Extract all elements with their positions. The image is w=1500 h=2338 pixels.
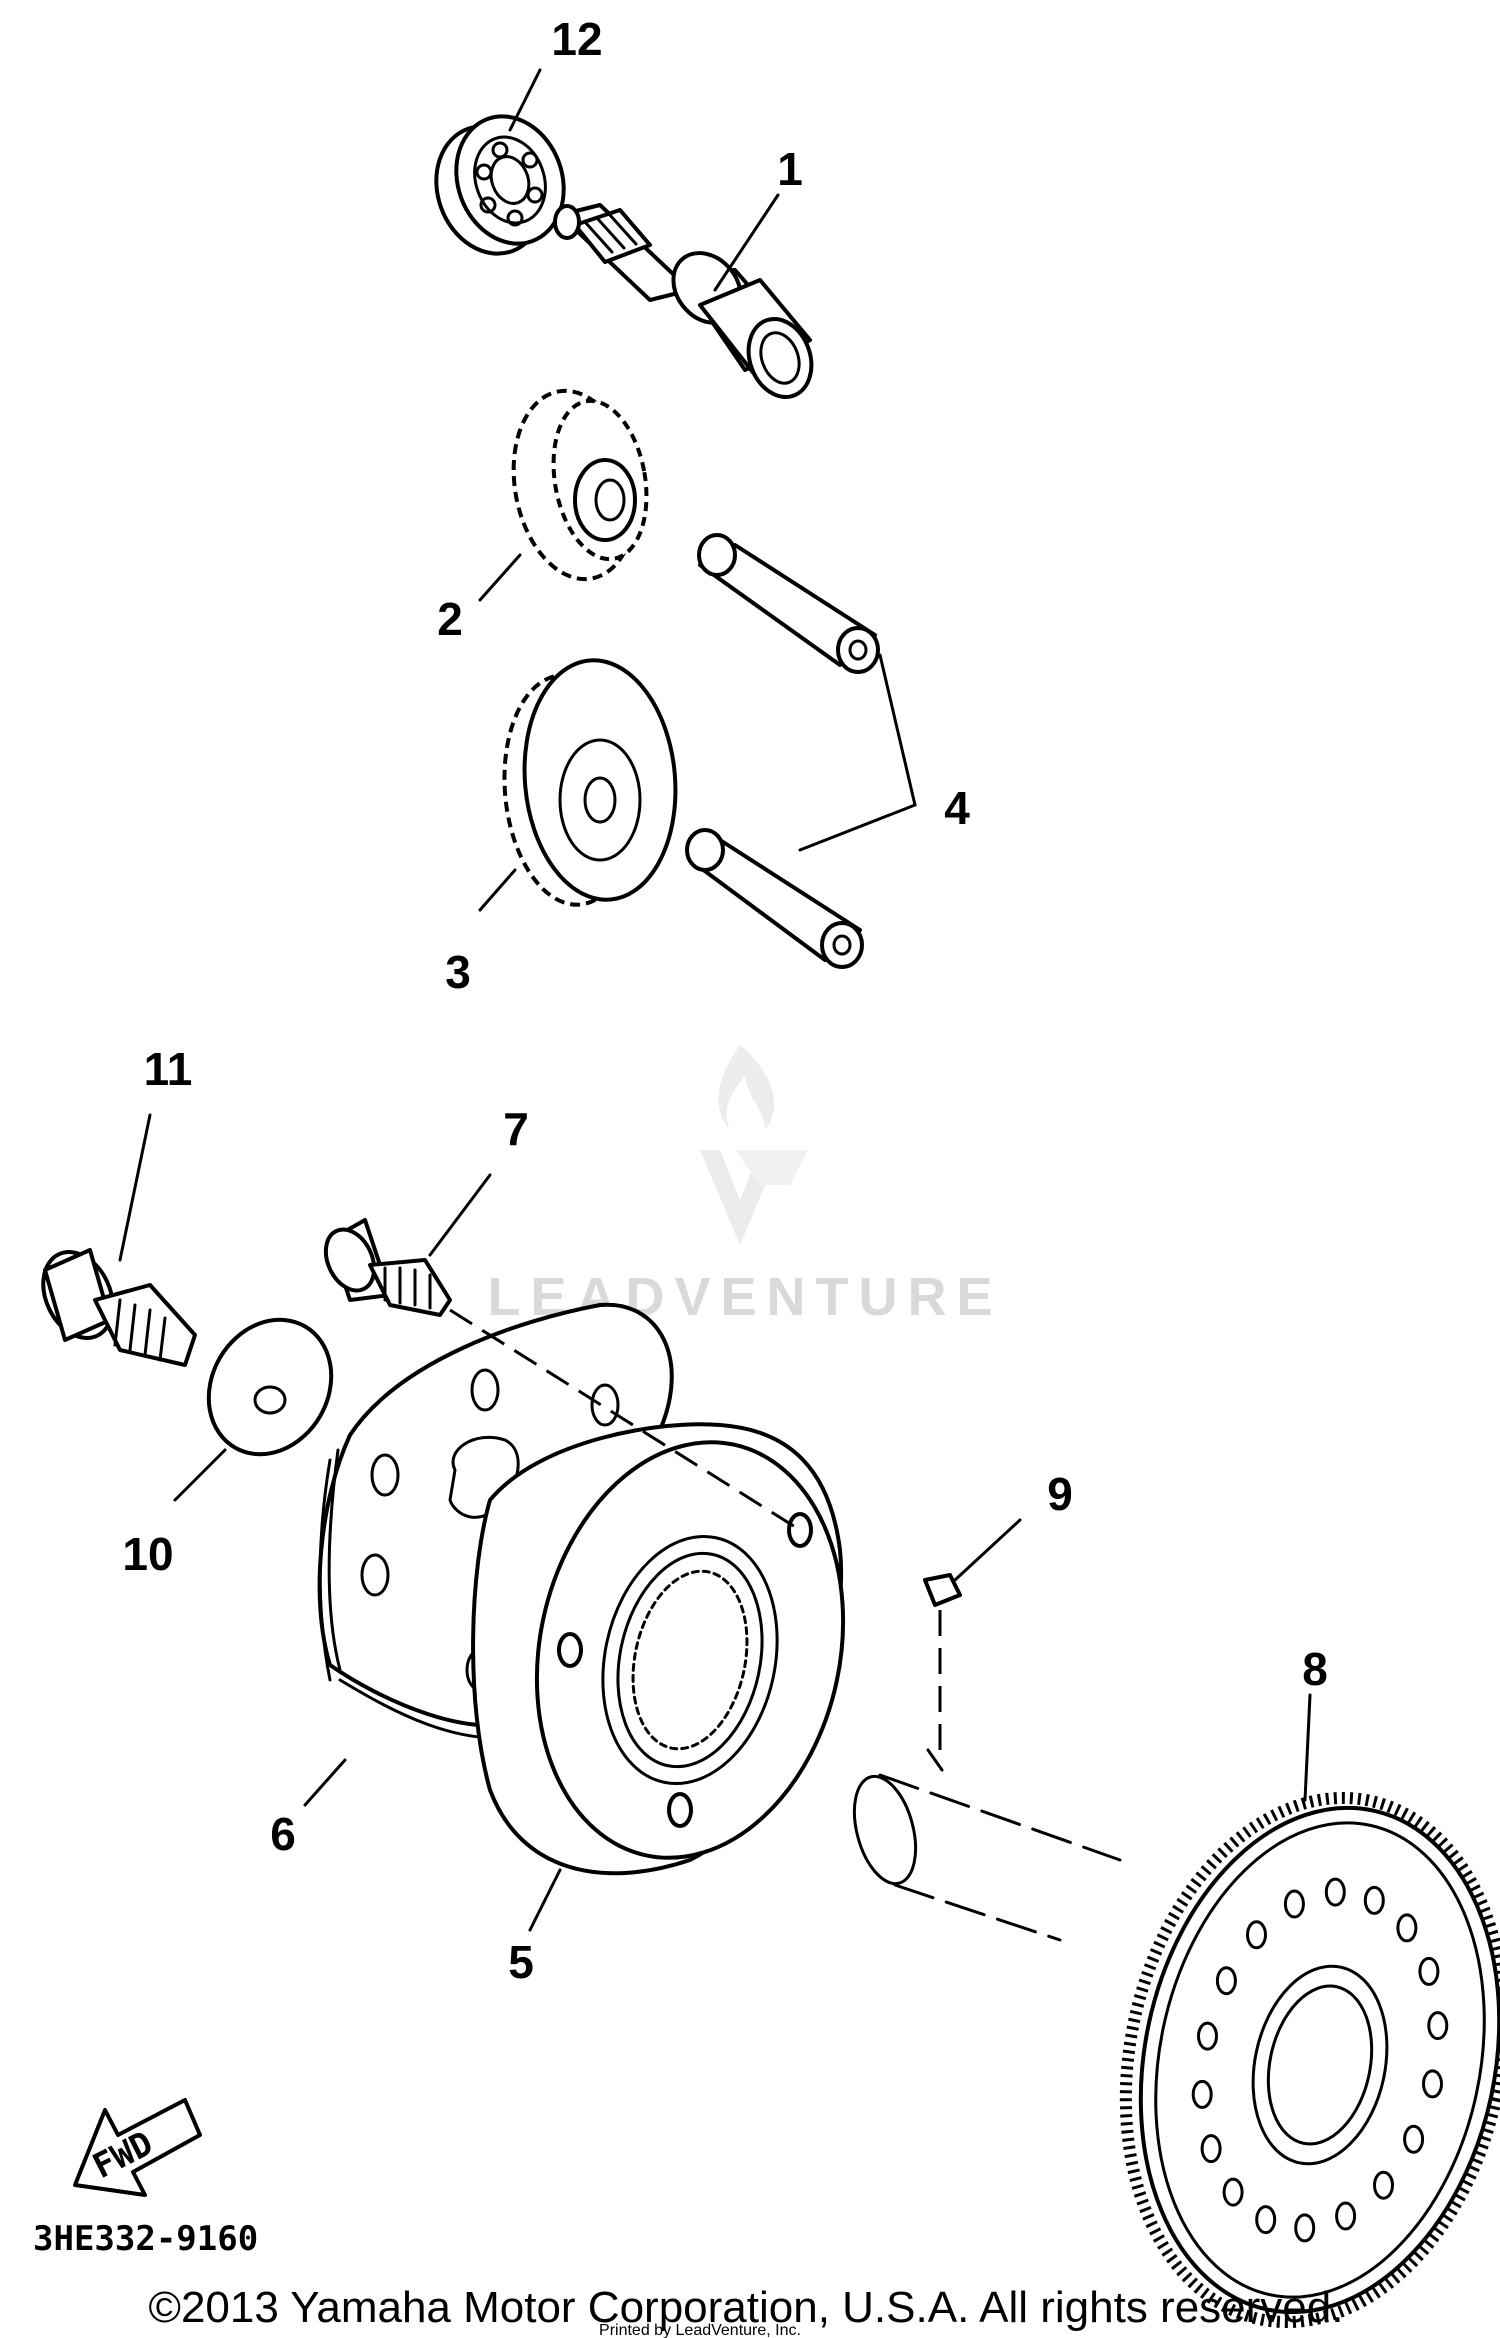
- ring-gear-hole: [1215, 1966, 1237, 1996]
- ring-gear-hole: [1255, 2205, 1277, 2235]
- ring-gear-hole: [1396, 1913, 1418, 1943]
- part-9-key: [923, 1573, 962, 1607]
- ring-gear-hole: [1373, 2170, 1394, 2200]
- part-3-gear: [502, 658, 678, 907]
- ring-gear-hole: [1246, 1920, 1267, 1950]
- callout-12: 12: [551, 13, 602, 65]
- ring-gear-hole: [1363, 1885, 1385, 1915]
- watermark-logo: [700, 1045, 808, 1245]
- part-2-gear: [511, 388, 649, 582]
- part-4-pin-upper: [697, 533, 880, 674]
- ring-gear-hole: [1418, 1956, 1440, 1986]
- part-7-bolt: [323, 1218, 452, 1317]
- ring-gear-hole: [1427, 2011, 1449, 2041]
- ring-gear-hole: [1403, 2124, 1425, 2154]
- callout-4: 4: [944, 782, 970, 834]
- callout-3: 3: [445, 946, 471, 998]
- assembly-line-bolt: [449, 1308, 801, 1532]
- crankshaft-phantom: [852, 1748, 1122, 1942]
- ring-gear-hole: [1335, 2201, 1357, 2231]
- fine-print: Printed by LeadVenture, Inc.: [599, 2322, 801, 2338]
- part-1-shaft: [553, 203, 814, 399]
- callout-2: 2: [437, 593, 463, 645]
- part-4-pin-lower: [685, 828, 864, 969]
- callout-9: 9: [1047, 1468, 1073, 1520]
- ring-gear-hole: [1200, 2134, 1222, 2164]
- fwd-arrow-icon: FWD: [73, 2098, 202, 2197]
- diagram-code: 3HE332-9160: [33, 2219, 258, 2259]
- leader-lines: [118, 68, 1312, 1932]
- ring-gear-hole: [1283, 1889, 1305, 1919]
- part-8-ring-gear: [1119, 1791, 1500, 2329]
- ring-gear-hole: [1222, 2177, 1244, 2207]
- part-11-bolt: [41, 1248, 197, 1367]
- copyright-notice: ©2013 Yamaha Motor Corporation, U.S.A. A…: [149, 2283, 1344, 2332]
- callout-6: 6: [270, 1808, 296, 1860]
- ring-gear-holes: [1191, 1877, 1449, 2243]
- ring-gear-hole: [1422, 2069, 1443, 2099]
- callout-11: 11: [144, 1043, 193, 1095]
- part-5-clutch: [471, 1422, 846, 1876]
- callout-1: 1: [777, 143, 803, 195]
- ring-gear-hole: [1197, 2021, 1218, 2051]
- part-10-washer: [206, 1317, 334, 1457]
- callout-5: 5: [508, 1936, 534, 1988]
- part-12-bearing: [434, 114, 566, 256]
- ring-gear-hole: [1324, 1877, 1346, 1907]
- callout-8: 8: [1302, 1643, 1328, 1695]
- callout-7: 7: [503, 1103, 529, 1155]
- callout-10: 10: [122, 1528, 173, 1580]
- ring-gear-hole: [1191, 2079, 1213, 2109]
- ring-gear-hole: [1294, 2213, 1316, 2243]
